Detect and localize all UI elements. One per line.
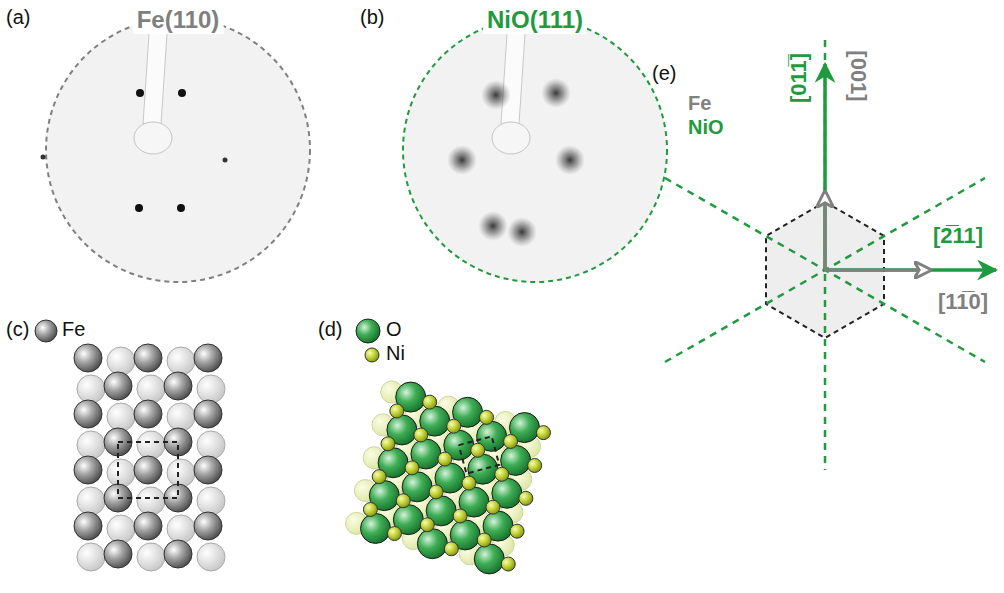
fe-atom xyxy=(164,484,192,512)
fe-atom xyxy=(197,431,225,459)
panel-letter: (d) xyxy=(318,318,342,341)
fe-atom xyxy=(74,456,102,484)
fe-atom xyxy=(74,400,102,428)
fe-lattice xyxy=(74,344,225,571)
fe-atom xyxy=(194,456,222,484)
fe-atom xyxy=(197,487,225,515)
nio-unit-cell xyxy=(459,436,499,473)
ni-atom xyxy=(414,428,428,442)
fe-atom xyxy=(107,459,135,487)
fe-atom xyxy=(197,375,225,403)
o-atom xyxy=(417,529,447,559)
ni-atom xyxy=(477,533,491,547)
ni-atom xyxy=(429,485,443,499)
fe-atom xyxy=(134,456,162,484)
material-key: NiO xyxy=(688,116,724,139)
nio-lattice xyxy=(346,381,551,574)
fe-atom xyxy=(107,403,135,431)
fe-atom xyxy=(77,543,105,571)
ni-atom xyxy=(420,518,434,532)
ni-atom-icon xyxy=(365,348,379,362)
panel-letter: (a) xyxy=(6,6,30,29)
ni-atom xyxy=(423,395,437,409)
panel-letter: (e) xyxy=(652,62,676,85)
fe-atom xyxy=(134,344,162,372)
ni-atom xyxy=(495,467,509,481)
fe-atom xyxy=(164,372,192,400)
direction-label: [2̅11] xyxy=(933,223,983,248)
fe-atom xyxy=(137,487,165,515)
surface-title: NiO(111) xyxy=(483,6,587,34)
panel-letter: (b) xyxy=(360,6,384,29)
ni-atom xyxy=(519,491,533,505)
fe-atom xyxy=(164,540,192,568)
ni-atom xyxy=(390,404,404,418)
fe-atom xyxy=(197,543,225,571)
ni-atom xyxy=(381,437,395,451)
ni-atom xyxy=(501,557,515,571)
leed-pattern-nio xyxy=(403,18,667,282)
o-atom xyxy=(361,513,391,543)
fe-atom xyxy=(137,431,165,459)
legend-text: O xyxy=(386,318,402,341)
fe-unit-cell xyxy=(118,442,178,498)
fe-atom xyxy=(107,347,135,375)
ni-atom xyxy=(504,434,518,448)
leed-pattern-fe xyxy=(41,18,311,282)
ni-atom xyxy=(444,542,458,556)
ni-atom xyxy=(462,476,476,490)
fe-atom xyxy=(167,347,195,375)
ni-atom xyxy=(536,426,550,440)
fe-atom xyxy=(134,400,162,428)
direction-label: [011̅] xyxy=(786,53,811,103)
fe-atom xyxy=(137,543,165,571)
material-key: Fe xyxy=(688,92,711,115)
ni-atom xyxy=(528,458,542,472)
direction-label: [11̅0] xyxy=(938,289,988,314)
fe-atom xyxy=(104,540,132,568)
ni-atom xyxy=(405,461,419,475)
direction-label: [001] xyxy=(845,50,870,101)
surface-title: Fe(110) xyxy=(133,6,224,34)
ni-atom xyxy=(510,524,524,538)
ni-atom xyxy=(453,509,467,523)
ni-atom xyxy=(438,452,452,466)
fe-atom xyxy=(194,344,222,372)
fe-atom xyxy=(194,512,222,540)
o-atom xyxy=(474,544,504,574)
fe-atom xyxy=(137,375,165,403)
fe-atom xyxy=(74,344,102,372)
fe-atom xyxy=(167,403,195,431)
ni-atom xyxy=(396,494,410,508)
fe-atom xyxy=(164,428,192,456)
legend-text: Ni xyxy=(386,342,405,365)
ni-atom xyxy=(387,527,401,541)
fe-atom xyxy=(104,372,132,400)
fe-atom xyxy=(167,515,195,543)
fe-atom xyxy=(167,459,195,487)
ni-atom xyxy=(372,470,386,484)
fe-atom xyxy=(194,400,222,428)
legend-text: Fe xyxy=(62,318,85,341)
ni-atom xyxy=(363,502,377,516)
ni-atom xyxy=(486,500,500,514)
fe-atom-icon xyxy=(35,320,57,342)
orientation-scheme xyxy=(665,40,996,470)
panel-letter: (c) xyxy=(6,318,29,341)
fe-atom xyxy=(77,375,105,403)
fe-atom xyxy=(107,515,135,543)
o-atom-icon xyxy=(356,319,380,343)
ni-atom xyxy=(480,410,494,424)
fe-atom xyxy=(77,431,105,459)
ni-atom xyxy=(447,419,461,433)
fe-atom xyxy=(77,487,105,515)
fe-atom xyxy=(74,512,102,540)
ni-atom xyxy=(471,443,485,457)
fe-atom xyxy=(134,512,162,540)
